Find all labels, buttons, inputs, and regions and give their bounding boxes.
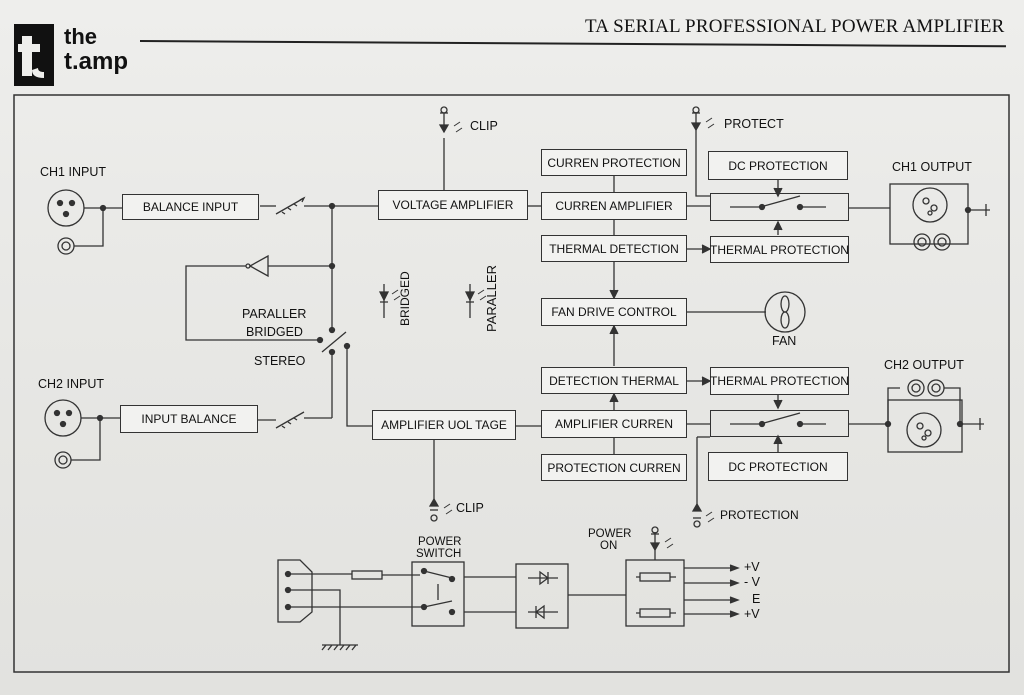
rail-e: E <box>752 592 761 606</box>
bridged-vertical-label: BRIDGED <box>398 271 412 326</box>
protect-label: PROTECT <box>724 117 784 131</box>
ch1-xlr-input-icon <box>47 189 85 227</box>
ch1-jack-input-icon <box>57 237 75 255</box>
ch2-thermal-protection-box: THERMAL PROTECTION <box>710 367 849 395</box>
t-logo-icon <box>14 24 54 86</box>
power-on-label-line2: ON <box>600 540 618 552</box>
fuse-icon <box>351 570 383 580</box>
ch2-speakon-output-icon <box>906 412 942 448</box>
rectifier-icon <box>515 563 569 629</box>
ch2-clip-label: CLIP <box>456 501 484 515</box>
fan-icon <box>764 291 806 333</box>
power-switch-icon <box>411 561 465 627</box>
ch2-input-label: CH2 INPUT <box>38 377 104 391</box>
power-on-label-line1: POWER <box>588 528 632 540</box>
ch1-curren-amplifier-box: CURREN AMPLIFIER <box>541 192 687 220</box>
ch2-output-label: CH2 OUTPUT <box>884 358 964 372</box>
ch2-dc-protection-box: DC PROTECTION <box>708 452 848 481</box>
ch2-gain-control-icon <box>275 411 305 429</box>
bridged-label: BRIDGED <box>246 325 303 339</box>
ch2-detection-thermal-box: DETECTION THERMAL <box>541 367 687 394</box>
logo-text-the: the <box>64 24 97 49</box>
rail-plus-v-1: +V <box>744 560 760 574</box>
protection-label: PROTECTION <box>720 508 799 522</box>
diagram-frame <box>13 94 1010 673</box>
ch1-curren-protection-box: CURREN PROTECTION <box>541 149 687 176</box>
ch2-amplifier-curren-box: AMPLIFIER CURREN <box>541 410 687 438</box>
ch1-input-label: CH1 INPUT <box>40 165 106 179</box>
ch2-relay-box <box>710 410 849 437</box>
buffer-triangle-icon <box>248 254 269 278</box>
power-supply-icon <box>625 559 685 627</box>
rail-minus-v: - V <box>744 575 760 589</box>
ch1-relay-contact-icon <box>763 195 801 207</box>
paraller-label: PARALLER <box>242 307 307 321</box>
ch1-balance-input-box: BALANCE INPUT <box>122 194 259 220</box>
ch1-gain-control-icon <box>275 197 305 215</box>
power-switch-label-line2: SWITCH <box>416 548 462 560</box>
paraller-vertical-label: PARALLER <box>484 265 499 332</box>
ch2-protection-curren-box: PROTECTION CURREN <box>541 454 687 481</box>
ground-icon <box>321 644 358 651</box>
ch2-jack-input-icon <box>54 451 72 469</box>
ch1-voltage-amplifier-box: VOLTAGE AMPLIFIER <box>378 190 528 220</box>
fan-drive-control-box: FAN DRIVE CONTROL <box>541 298 687 326</box>
stereo-label: STEREO <box>254 354 306 368</box>
ch1-speakon-output-icon <box>912 187 948 223</box>
ch2-input-balance-box: INPUT BALANCE <box>120 405 258 433</box>
ch1-thermal-detection-box: THERMAL DETECTION <box>541 235 687 262</box>
page-title: TA SERIAL PROFESSIONAL POWER AMPLIFIER <box>585 16 1005 37</box>
rail-plus-v-2: +V <box>744 607 760 621</box>
power-switch-label-line1: POWER <box>418 536 462 548</box>
ch1-clip-label: CLIP <box>470 119 498 133</box>
ch2-xlr-input-icon <box>44 399 82 437</box>
ch1-dc-protection-box: DC PROTECTION <box>708 151 848 180</box>
ch2-amplifier-voltage-box: AMPLIFIER UOL TAGE <box>372 410 516 440</box>
mode-switch-icon <box>321 331 347 353</box>
brand-logo: the t.amp <box>14 18 134 90</box>
ch2-relay-contact-icon <box>763 412 801 424</box>
mains-inlet-icon <box>277 559 313 623</box>
ch1-output-label: CH1 OUTPUT <box>892 160 972 174</box>
ch1-relay-box <box>710 193 849 221</box>
logo-text-tamp: t.amp <box>64 48 129 75</box>
fan-label: FAN <box>772 334 797 348</box>
ch1-thermal-protection-box: THERMAL PROTECTION <box>710 236 849 263</box>
